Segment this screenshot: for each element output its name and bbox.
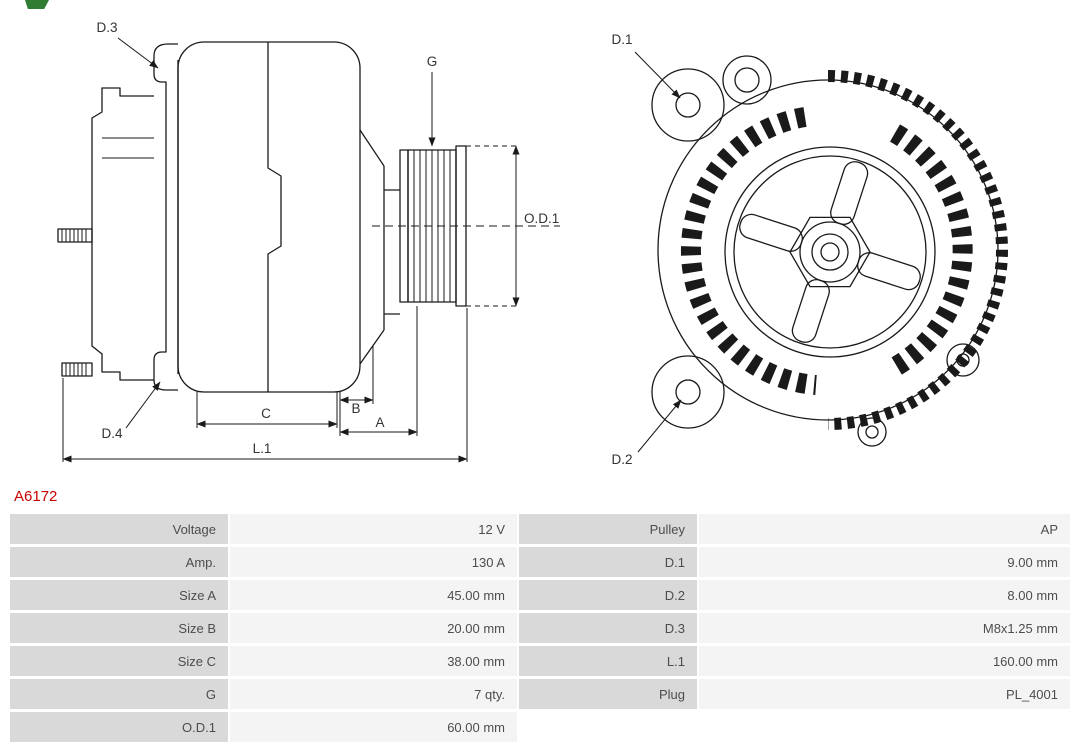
technical-diagram: D.3 D.4 G O.D.1 B A C L.1	[57, 20, 1008, 467]
side-view-dimensions	[62, 37, 520, 463]
spec-value: PL_4001	[699, 679, 1070, 709]
alternator-side-view	[57, 41, 560, 393]
rear-view-dimensions	[634, 51, 682, 453]
dim-label-b: B	[351, 401, 360, 416]
spec-label-empty	[519, 712, 697, 742]
spec-label: Pulley	[519, 514, 697, 544]
dim-label-g: G	[427, 54, 438, 69]
spec-label: D.3	[519, 613, 697, 643]
table-row: Voltage 12 V Pulley AP	[10, 514, 1070, 544]
table-row: Amp. 130 A D.1 9.00 mm	[10, 547, 1070, 577]
spec-value: 38.00 mm	[230, 646, 517, 676]
table-row: O.D.1 60.00 mm	[10, 712, 1070, 742]
logo-fragment	[25, 0, 49, 9]
spec-label: Size A	[10, 580, 228, 610]
spec-value: 45.00 mm	[230, 580, 517, 610]
spec-label: Size C	[10, 646, 228, 676]
spec-value: 8.00 mm	[699, 580, 1070, 610]
spec-value-empty	[699, 712, 1070, 742]
spec-label: Plug	[519, 679, 697, 709]
spec-table: Voltage 12 V Pulley AP Amp. 130 A D.1 9.…	[10, 514, 1070, 742]
spec-label: Amp.	[10, 547, 228, 577]
table-row: G 7 qty. Plug PL_4001	[10, 679, 1070, 709]
spec-value: 7 qty.	[230, 679, 517, 709]
spec-label: D.1	[519, 547, 697, 577]
dim-label-a: A	[375, 415, 384, 430]
spec-value: 20.00 mm	[230, 613, 517, 643]
table-row: Size C 38.00 mm L.1 160.00 mm	[10, 646, 1070, 676]
technical-drawing-area: D.3 D.4 G O.D.1 B A C L.1	[25, 0, 1008, 467]
spec-label: Voltage	[10, 514, 228, 544]
spec-value: 12 V	[230, 514, 517, 544]
dim-label-l1: L.1	[253, 441, 272, 456]
spec-label: G	[10, 679, 228, 709]
spec-value: 130 A	[230, 547, 517, 577]
table-row: Size B 20.00 mm D.3 M8x1.25 mm	[10, 613, 1070, 643]
dim-label-d2: D.2	[611, 452, 632, 467]
dim-label-od1: O.D.1	[524, 211, 559, 226]
part-number: A6172	[14, 488, 58, 505]
table-row: Size A 45.00 mm D.2 8.00 mm	[10, 580, 1070, 610]
spec-value: 160.00 mm	[699, 646, 1070, 676]
dim-label-d4: D.4	[101, 426, 123, 441]
spec-value: AP	[699, 514, 1070, 544]
spec-label: Size B	[10, 613, 228, 643]
spec-label: O.D.1	[10, 712, 228, 742]
spec-label: L.1	[519, 646, 697, 676]
dim-label-d3: D.3	[96, 20, 117, 35]
dim-label-c: C	[261, 406, 271, 421]
dim-label-d1: D.1	[611, 32, 632, 47]
spec-value: M8x1.25 mm	[699, 613, 1070, 643]
spec-label: D.2	[519, 580, 697, 610]
spec-value: 60.00 mm	[230, 712, 517, 742]
alternator-rear-view	[651, 55, 1008, 447]
spec-value: 9.00 mm	[699, 547, 1070, 577]
